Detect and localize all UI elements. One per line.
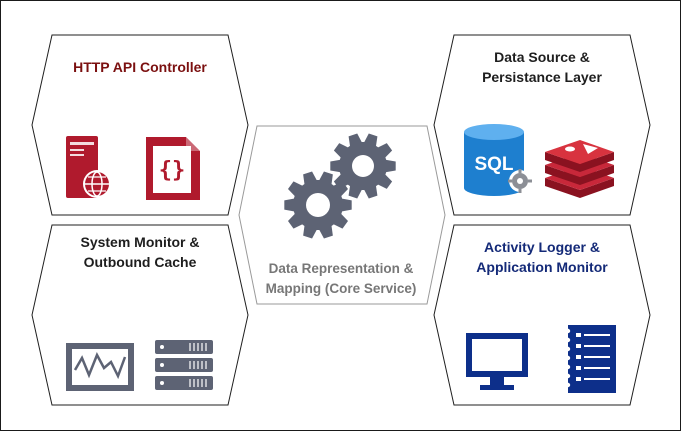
sql-text: SQL [474,154,513,175]
system-monitor-title-line1: System Monitor & [80,234,200,250]
http-api-title: HTTP API Controller [73,59,207,75]
server-globe-icon [66,136,111,198]
sql-database-icon: SQL [464,124,532,196]
core-service-title-line1: Data Representation & [268,261,414,276]
data-source-title-line2: Persistance Layer [482,69,602,85]
code-file-icon: {} [146,137,200,200]
system-monitor-title: System Monitor & Outbound Cache [42,232,238,272]
activity-logger-title: Activity Logger & Application Monitor [444,237,640,277]
gear-hole [306,193,330,217]
core-service-title: Data Representation & Mapping (Core Serv… [248,259,434,299]
large-gear-icon [330,133,396,199]
server-rack-icon [155,340,213,390]
gears-icon [284,133,396,239]
small-gear-icon [284,171,352,239]
activity-logger-title-line1: Activity Logger & [484,239,600,255]
data-source-title: Data Source & Persistance Layer [444,47,640,87]
monitor-chart-icon [66,343,134,391]
redis-cube-icon [545,140,614,198]
log-list-icon [565,325,616,393]
gear-hole [352,155,374,177]
activity-logger-title-line2: Application Monitor [476,259,608,275]
system-monitor-title-line2: Outbound Cache [83,254,197,270]
core-service-title-line2: Mapping (Core Service) [265,281,417,296]
desktop-monitor-icon [466,333,528,390]
data-source-title-line1: Data Source & [494,49,590,65]
svg-text:{}: {} [159,158,186,183]
